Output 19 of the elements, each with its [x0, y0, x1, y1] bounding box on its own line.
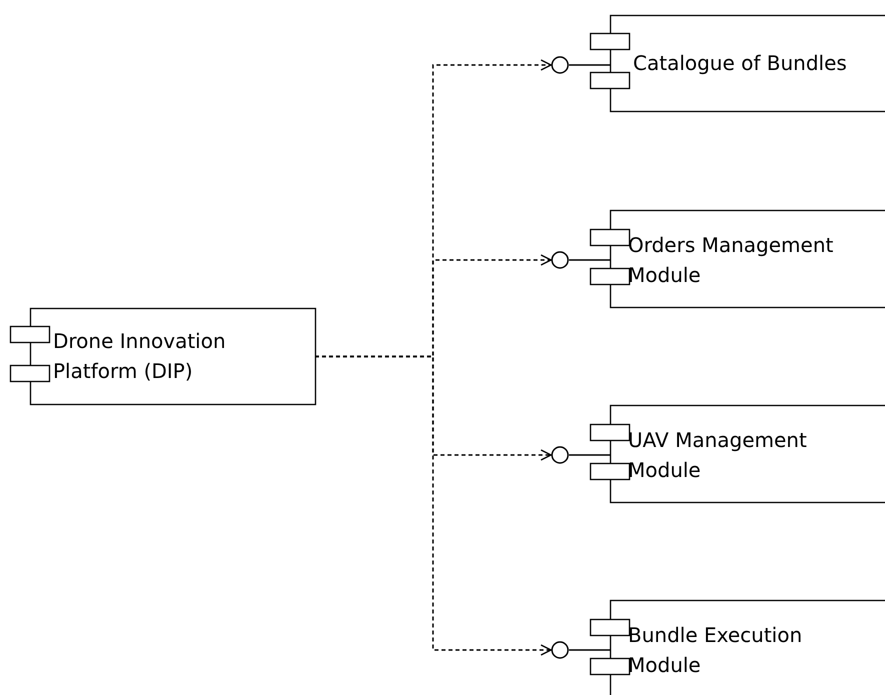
component-box: [10, 308, 315, 405]
connector-line: [569, 454, 610, 456]
dependency-arrow: [315, 356, 552, 656]
interface-circle: [551, 56, 569, 74]
component-box: [590, 15, 885, 112]
component-label: UAV Management Module: [628, 427, 808, 484]
connector-line: [569, 64, 610, 66]
connector-line: [569, 649, 610, 651]
component-label: Drone Innovation Platform (DIP): [53, 328, 227, 385]
component-box: [590, 405, 885, 503]
component-box: [590, 600, 885, 695]
component-label: Catalogue of Bundles: [633, 50, 848, 77]
connector-line: [569, 259, 610, 261]
component-label: Orders Management Module: [628, 232, 834, 289]
interface-circle: [551, 446, 569, 464]
interface-circle: [551, 251, 569, 269]
component-label: Bundle Execution Module: [628, 622, 804, 679]
interface-circle: [551, 641, 569, 659]
component-box: [590, 210, 885, 308]
